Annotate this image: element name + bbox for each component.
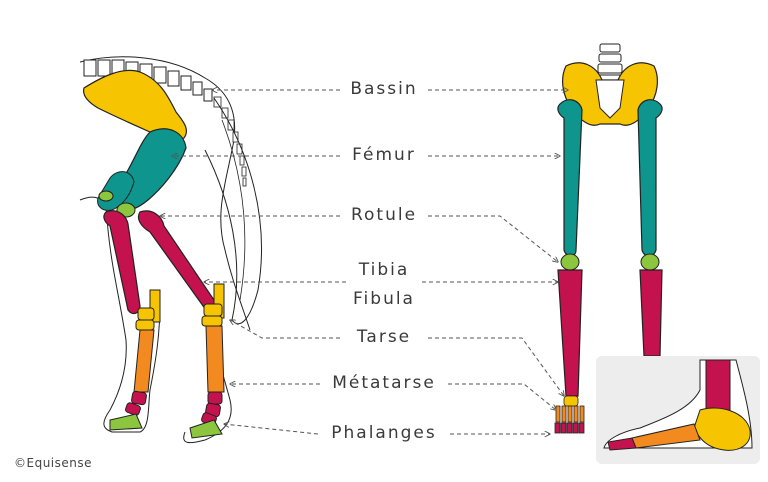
horse-pelvis [83,69,188,142]
leader-rotule-right [428,215,558,262]
horse-hind-outline [79,196,161,433]
human-femur-right [637,99,663,257]
label-metatarse: Métatarse [328,373,440,393]
horse-fibula-far [149,289,161,323]
tail-hair-inner [221,119,246,301]
horse-metatarsus [205,325,225,393]
leader-tarse-left [230,320,340,339]
horse-patella-far [98,190,114,202]
human-sacrum [595,79,625,119]
label-rotule: Rotule [346,205,422,225]
human-patella-left [560,253,580,271]
label-bassin: Bassin [346,79,422,99]
horse-tarsus [135,303,223,331]
horse-metatarsus-far [133,329,155,393]
label-tarse: Tarse [352,327,416,347]
label-fibula: Fibula [349,289,419,309]
leader-tarse-right [428,337,564,396]
human-tibia-left [557,269,583,397]
label-femur: Fémur [348,145,420,165]
human-foot-front [554,395,585,434]
label-tibia: Tibia [354,260,414,280]
human-patella-right [640,253,660,271]
copyright-credit: ©Equisense [14,456,93,470]
human-legs-illustration [554,43,663,434]
leader-lines [160,90,568,434]
tail-vertebrae [213,96,247,187]
leader-phalanges-left [224,424,319,435]
horse-hindlimb-illustration [79,56,262,444]
foot-inset-tibia [705,359,731,411]
leader-metatarse-right [448,383,556,410]
human-tibia-right [639,269,663,357]
human-femur-left [557,99,583,257]
horse-tibia-bone-far [103,210,141,315]
foot-inset-phalanges [607,437,637,451]
label-phalanges: Phalanges [327,423,441,443]
foot-inset [596,356,760,464]
horse-hoof [189,419,223,439]
tail-hair [204,97,262,325]
horse-hoof-far [109,413,143,431]
foot-inset-tarsus [693,407,751,451]
horse-phalanges [125,390,223,426]
